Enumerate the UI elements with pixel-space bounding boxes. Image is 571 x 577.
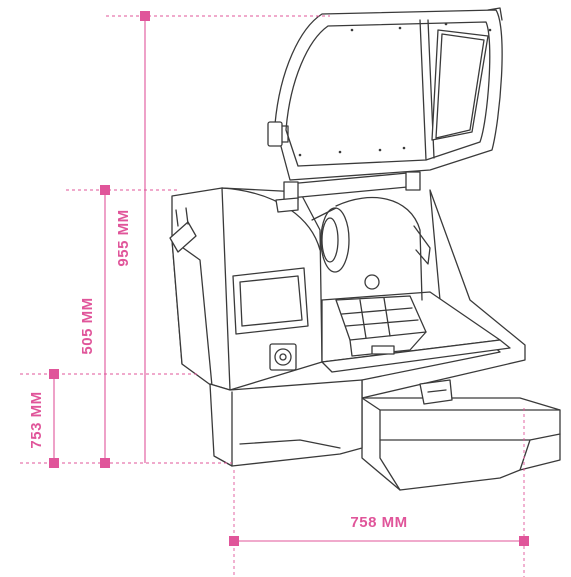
machine-drawing xyxy=(169,7,561,491)
width-marker-right xyxy=(519,536,529,546)
lid-hinge-bar xyxy=(275,171,421,213)
dimension-annotations: 955 MM 505 MM 753 MM 758 MM xyxy=(20,11,529,577)
width-marker-left xyxy=(229,536,239,546)
lid-rivet xyxy=(402,146,406,150)
lid-rivet xyxy=(444,22,448,26)
lid-rivet xyxy=(488,28,492,32)
control-screen xyxy=(232,267,309,335)
lid-rivet xyxy=(398,26,402,30)
emergency-button xyxy=(269,343,297,371)
lid-rivets xyxy=(298,22,492,157)
lid-rivet xyxy=(338,150,342,154)
adjust-knob xyxy=(364,274,380,290)
open-lid xyxy=(267,7,503,181)
depth-marker-top xyxy=(49,369,59,379)
lid-rivet xyxy=(298,153,302,157)
base-side-panel xyxy=(361,189,526,399)
lid-rivet xyxy=(350,28,354,32)
total-height-marker-top xyxy=(140,11,150,21)
drawer xyxy=(361,397,561,491)
depth-label: 753 MM xyxy=(28,391,45,448)
safety-shield xyxy=(335,196,431,301)
cutter-wheel xyxy=(311,207,350,273)
body-height-marker-top xyxy=(100,185,110,195)
depth-marker-bottom xyxy=(49,458,59,468)
body-height-label: 505 MM xyxy=(79,297,96,354)
motor xyxy=(419,379,453,405)
width-label: 758 MM xyxy=(350,514,407,531)
total-height-label: 955 MM xyxy=(115,209,132,266)
lower-housing xyxy=(209,379,363,467)
clamp-assembly xyxy=(335,295,427,357)
lid-rivet xyxy=(378,148,382,152)
